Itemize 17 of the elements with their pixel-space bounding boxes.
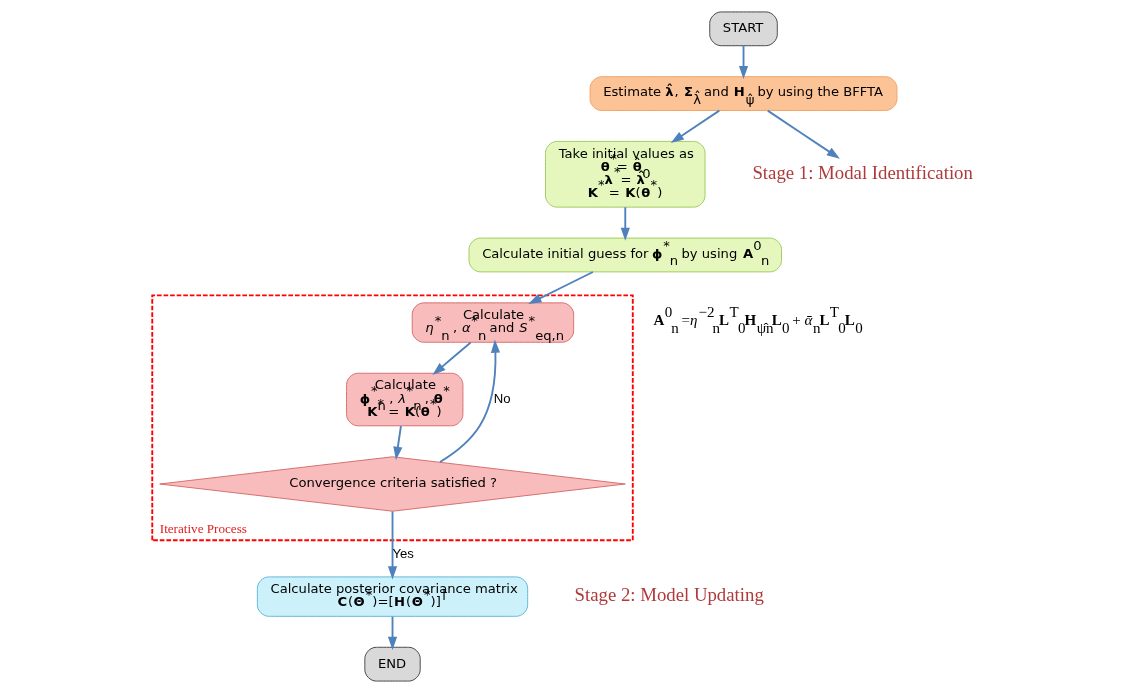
arrow — [620, 206, 630, 241]
arrow — [528, 271, 594, 305]
label: Stage 2: Model Updating — [574, 584, 764, 606]
arrow — [439, 339, 501, 463]
node-box: START — [709, 11, 778, 47]
node-diamond: Convergence criteria satisfied ? — [159, 456, 626, 512]
arrow — [670, 109, 721, 144]
arrow — [432, 341, 472, 375]
arrow — [387, 615, 398, 651]
arrow — [387, 510, 398, 580]
edge-label: No — [493, 391, 511, 406]
edge-label: Yes — [392, 546, 414, 562]
arrow — [766, 109, 840, 159]
arrow — [393, 425, 403, 460]
arrow — [738, 45, 749, 80]
node-text: Stage 1: Modal Identification — [752, 161, 973, 183]
node-box: END — [364, 646, 421, 682]
